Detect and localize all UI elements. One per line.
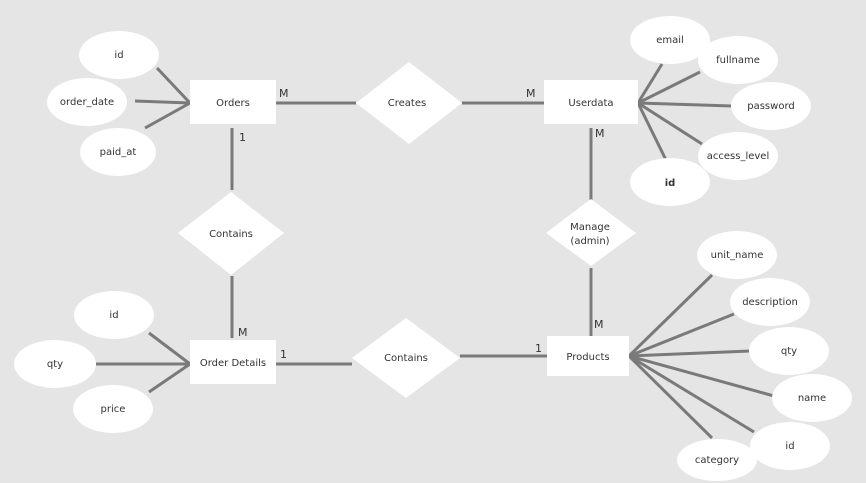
line-products-name [628, 354, 775, 398]
entity-orders [190, 80, 276, 124]
entity-products [547, 336, 629, 376]
attr-products-unit-name-label: unit_name [711, 250, 764, 261]
card-orders-creates: M [279, 87, 289, 100]
line-userdata-fullname [637, 70, 701, 105]
attr-products-id [750, 422, 830, 470]
attr-products-description [730, 278, 810, 326]
attr-userdata-email-label: email [656, 35, 684, 46]
attr-userdata-id [630, 158, 710, 206]
attr-userdata-email [630, 16, 710, 64]
attr-products-name-label: name [798, 393, 826, 404]
attr-orders-id [79, 31, 159, 79]
card-products-manage: M [594, 318, 604, 331]
line-orders-order-date [134, 99, 191, 105]
card-orderdetails-contains: M [238, 326, 248, 339]
card-userdata-creates: M [526, 87, 536, 100]
attr-userdata-access-level-label: access_level [707, 151, 769, 162]
rel-contains-top-label: Contains [209, 229, 253, 240]
products-attributes: unit_name description qty name id catego… [677, 231, 852, 481]
card-orders-contains: 1 [239, 131, 246, 144]
line-userdata-email [636, 63, 664, 104]
attr-products-category [677, 439, 757, 481]
attr-orderdetails-qty [14, 340, 96, 388]
attr-products-name [772, 374, 852, 422]
line-userdata-access-level [637, 101, 703, 146]
attr-orders-order-date-label: order_date [60, 97, 114, 108]
rel-creates-label: Creates [388, 98, 426, 109]
line-userdata-password [637, 101, 733, 108]
attr-products-description-label: description [742, 297, 798, 308]
entity-userdata [544, 80, 638, 124]
line-orders-paid-at [144, 101, 191, 130]
attr-products-unit-name [697, 231, 777, 279]
attr-orders-paid-at [80, 128, 156, 176]
card-products-contains2: 1 [535, 342, 542, 355]
attr-products-id-label: id [785, 441, 794, 452]
line-products-unit-name [627, 273, 714, 358]
attr-userdata-access-level [698, 132, 778, 180]
attr-orders-order-date [47, 78, 127, 126]
attr-products-qty-label: qty [781, 346, 797, 357]
entities: Orders Userdata Order Details Products [190, 80, 638, 384]
line-products-description [628, 312, 735, 358]
line-userdata-id [636, 102, 668, 161]
card-userdata-manage: M [595, 127, 605, 140]
userdata-attributes: email fullname password access_level id [630, 16, 811, 206]
attr-products-qty [749, 327, 829, 375]
attr-orderdetails-price [73, 385, 153, 433]
attr-products-category-label: category [695, 455, 739, 466]
orderdetails-attributes: id qty price [14, 291, 154, 433]
entity-order-details [190, 340, 276, 384]
rel-manage [546, 199, 636, 266]
line-products-id [628, 354, 755, 434]
line-orders-id [155, 66, 192, 105]
cardinalities: M M 1 M M M 1 1 [238, 87, 605, 361]
entity-products-label: Products [566, 352, 609, 363]
rel-contains-bottom-label: Contains [384, 353, 428, 364]
rel-manage-label-2: (admin) [570, 236, 609, 247]
attr-userdata-password-label: password [747, 101, 794, 112]
attr-orders-id-label: id [114, 50, 123, 61]
attr-orderdetails-id [74, 291, 154, 339]
rel-manage-label-1: Manage [570, 222, 610, 233]
attr-userdata-id-label: id [665, 178, 676, 189]
attr-userdata-fullname [698, 36, 778, 84]
line-orderdetails-id [148, 331, 191, 366]
attr-orderdetails-qty-label: qty [47, 359, 63, 370]
attr-orderdetails-price-label: price [101, 404, 126, 415]
connectors [96, 63, 775, 440]
line-products-category [627, 354, 714, 440]
line-orderdetails-price [148, 362, 191, 394]
entity-order-details-label: Order Details [200, 358, 266, 369]
attr-orderdetails-id-label: id [109, 310, 118, 321]
entity-userdata-label: Userdata [568, 98, 613, 109]
attr-orders-paid-at-label: paid_at [100, 147, 137, 158]
line-products-qty [628, 349, 751, 358]
card-orderdetails-contains2: 1 [280, 348, 287, 361]
attr-userdata-password [731, 82, 811, 130]
rel-contains-bottom [352, 318, 460, 398]
rel-creates [356, 62, 462, 144]
attr-userdata-fullname-label: fullname [716, 55, 760, 66]
orders-attributes: id order_date paid_at [47, 31, 159, 176]
relationships: Creates Contains Manage (admin) Contains [178, 62, 636, 398]
rel-contains-top [178, 192, 284, 275]
entity-orders-label: Orders [216, 98, 250, 109]
